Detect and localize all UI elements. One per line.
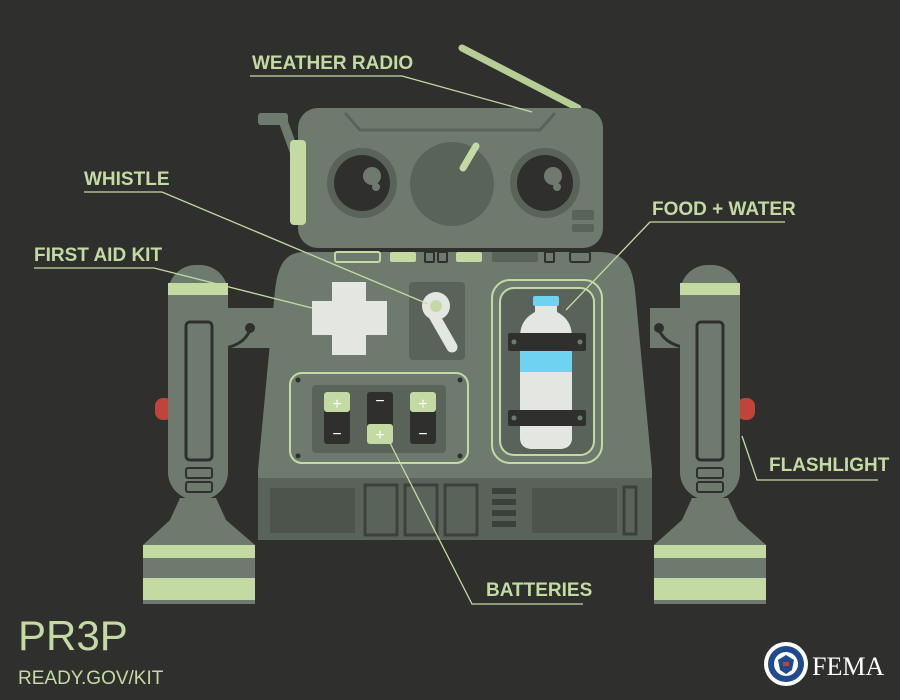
svg-text:+: + bbox=[332, 396, 341, 413]
svg-text:+: + bbox=[418, 396, 427, 413]
flashlight-leader bbox=[741, 435, 878, 481]
water-bottle-icon bbox=[508, 296, 586, 449]
batteries-label: BATTERIES bbox=[486, 580, 592, 601]
whistle-label: WHISTLE bbox=[84, 169, 170, 190]
callout-leader-lines bbox=[34, 75, 878, 605]
first-aid-cross-icon bbox=[312, 282, 387, 355]
battery-1-icon: + − bbox=[324, 392, 350, 444]
weather-radio-leader bbox=[250, 75, 533, 113]
ready-gov-url: READY.GOV/KIT bbox=[18, 668, 164, 689]
svg-text:−: − bbox=[375, 393, 384, 410]
batteries-leader bbox=[388, 440, 583, 605]
svg-text:−: − bbox=[418, 426, 427, 443]
battery-2-icon: − + bbox=[367, 392, 393, 444]
svg-text:+: + bbox=[375, 427, 384, 444]
right-flashlight bbox=[650, 265, 766, 604]
whistle-icon bbox=[409, 282, 465, 360]
svg-text:−: − bbox=[332, 426, 341, 443]
first-aid-kit-leader bbox=[34, 267, 313, 309]
battery-3-icon: + − bbox=[410, 392, 436, 444]
pr3p-logo: PR3P bbox=[18, 612, 128, 659]
first-aid-kit-label: FIRST AID KIT bbox=[34, 245, 162, 266]
food-water-label: FOOD + WATER bbox=[652, 199, 796, 220]
left-flashlight bbox=[143, 265, 290, 604]
dhs-seal-icon bbox=[764, 642, 808, 686]
whistle-leader bbox=[84, 191, 429, 305]
food-water-leader bbox=[565, 221, 785, 311]
flashlight-label: FLASHLIGHT bbox=[769, 455, 890, 476]
weather-radio-label: WEATHER RADIO bbox=[252, 53, 413, 74]
robot-head bbox=[258, 44, 603, 248]
fema-wordmark: FEMA bbox=[812, 652, 884, 681]
fema-logo: FEMA bbox=[764, 642, 884, 686]
